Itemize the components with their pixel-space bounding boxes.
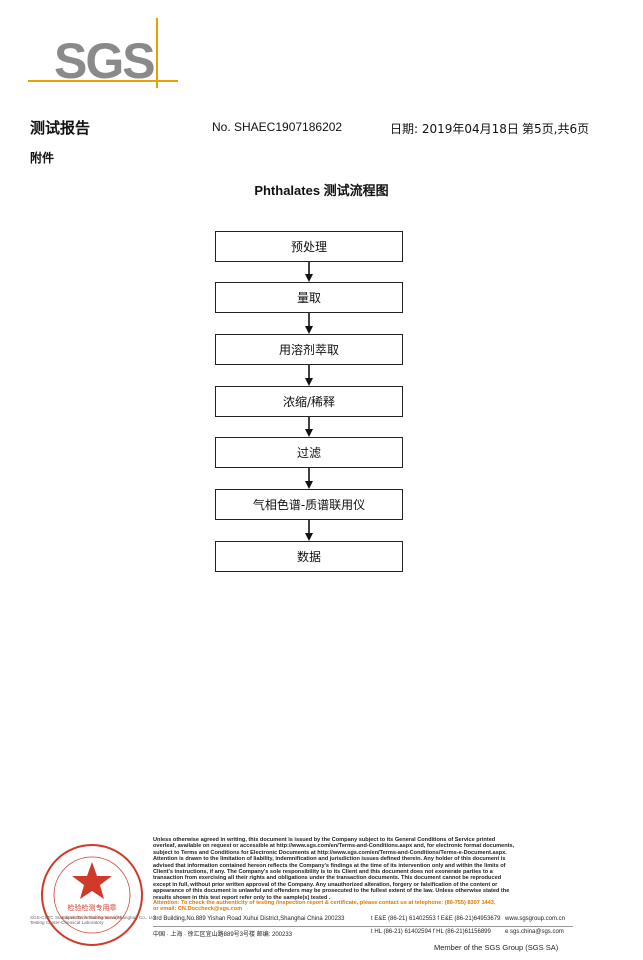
flow-step-1-label: 预处理 (290, 240, 327, 254)
arrow-down-icon (305, 429, 313, 437)
phone-cn: t HL (86-21) 61402594 f HL (86-21)611568… (371, 929, 491, 935)
disclaimer-line: transaction from exercising all their ri… (153, 875, 502, 882)
report-title: 测试报告 (30, 119, 91, 137)
disclaimer-line: Attention is drawn to the limitation of … (153, 856, 506, 863)
flowchart-title: Phthalates 测试流程图 (254, 183, 389, 198)
disclaimer-line: subject to Terms and Conditions for Elec… (153, 849, 507, 856)
disclaimer-line: advised that information contained hereo… (153, 862, 506, 869)
attention-line: or email: CN.Doccheck@sgs.com (153, 906, 243, 913)
flow-step-5: 过滤 (215, 437, 403, 468)
star-icon (72, 862, 112, 899)
flow-arrows (305, 262, 313, 541)
flow-step-6: 气相色谱-质谱联用仪 (215, 489, 403, 520)
report-number: No. SHAEC1907186202 (212, 120, 343, 134)
flow-step-4-label: 浓缩/稀释 (282, 395, 336, 409)
disclaimer-line: Client's instructions, if any. The Compa… (153, 869, 493, 876)
flow-step-3-label: 用溶剂萃取 (278, 343, 339, 357)
arrow-down-icon (305, 378, 313, 386)
test-flowchart: 预处理 量取 用溶剂萃取 浓缩/稀释 过滤 气相色谱-质谱联用仪 数据 (215, 231, 403, 572)
seal-line-1: 检验检测专用章 (68, 903, 117, 912)
flow-step-2-label: 量取 (296, 291, 321, 305)
flow-step-7-label: 数据 (296, 550, 321, 564)
inspection-seal: 检验检测专用章 Inspection & Testing Services (41, 844, 143, 946)
disclaimer-line: results shown in this test report refer … (153, 894, 331, 901)
seal-note-line-2: Testing Center-Chemical Laboratory (30, 920, 104, 925)
address-row-cn: 中国 · 上海 · 徐汇区宜山路889号3号楼 邮编: 200233 t HL … (153, 929, 564, 938)
annex-label: 附件 (30, 151, 55, 165)
website: www.sgsgroup.com.cn (505, 916, 566, 922)
seal-note-line-1: SGS-CSTC Standards Technical Services(Sh… (30, 915, 157, 920)
attention-line: Attention: To check the authenticity of … (153, 900, 496, 906)
address-cn: 中国 · 上海 · 徐汇区宜山路889号3号楼 邮编: 200233 (153, 932, 293, 938)
seal-line-2: Inspection & Testing Services (62, 915, 123, 920)
flow-step-5-label: 过滤 (296, 446, 321, 460)
arrow-down-icon (305, 481, 313, 489)
disclaimer-line: except in full, without prior written ap… (153, 881, 498, 888)
address-row-en: 3rd Building,No.889 Yishan Road Xuhui Di… (153, 916, 565, 922)
flow-step-7: 数据 (215, 541, 403, 572)
flow-step-3: 用溶剂萃取 (215, 334, 403, 365)
disclaimer-line: Unless otherwise agreed in writing, this… (153, 837, 496, 843)
legal-disclaimer: Unless otherwise agreed in writing, this… (153, 837, 573, 901)
arrow-down-icon (305, 326, 313, 334)
disclaimer-line: appearance of this document is unlawful … (153, 888, 510, 895)
logo-accent-horizontal (28, 80, 178, 82)
footer-divider (153, 926, 573, 927)
flow-step-1: 预处理 (215, 231, 403, 262)
report-date: 日期: 2019年04月18日 (390, 122, 519, 136)
disclaimer-line: overleaf, available on request or access… (153, 843, 515, 850)
arrow-down-icon (305, 274, 313, 282)
authenticity-notice: Attention: To check the authenticity of … (153, 900, 573, 913)
logo-text: SGS (54, 33, 156, 89)
flow-step-2: 量取 (215, 282, 403, 313)
page-indicator: 第5页,共6页 (522, 122, 590, 136)
arrow-down-icon (305, 533, 313, 541)
address-en: 3rd Building,No.889 Yishan Road Xuhui Di… (153, 916, 345, 922)
member-note: Member of the SGS Group (SGS SA) (434, 943, 559, 952)
flow-step-6-label: 气相色谱-质谱联用仪 (252, 498, 366, 512)
phone-en: t E&E (86-21) 61402553 f E&E (86-21)6495… (371, 916, 501, 922)
sgs-logo: SGS (28, 18, 178, 89)
email: e sgs.china@sgs.com (505, 929, 564, 935)
flow-step-4: 浓缩/稀释 (215, 386, 403, 417)
seal-note: SGS-CSTC Standards Technical Services(Sh… (30, 915, 156, 925)
logo-accent-vertical (156, 18, 158, 88)
